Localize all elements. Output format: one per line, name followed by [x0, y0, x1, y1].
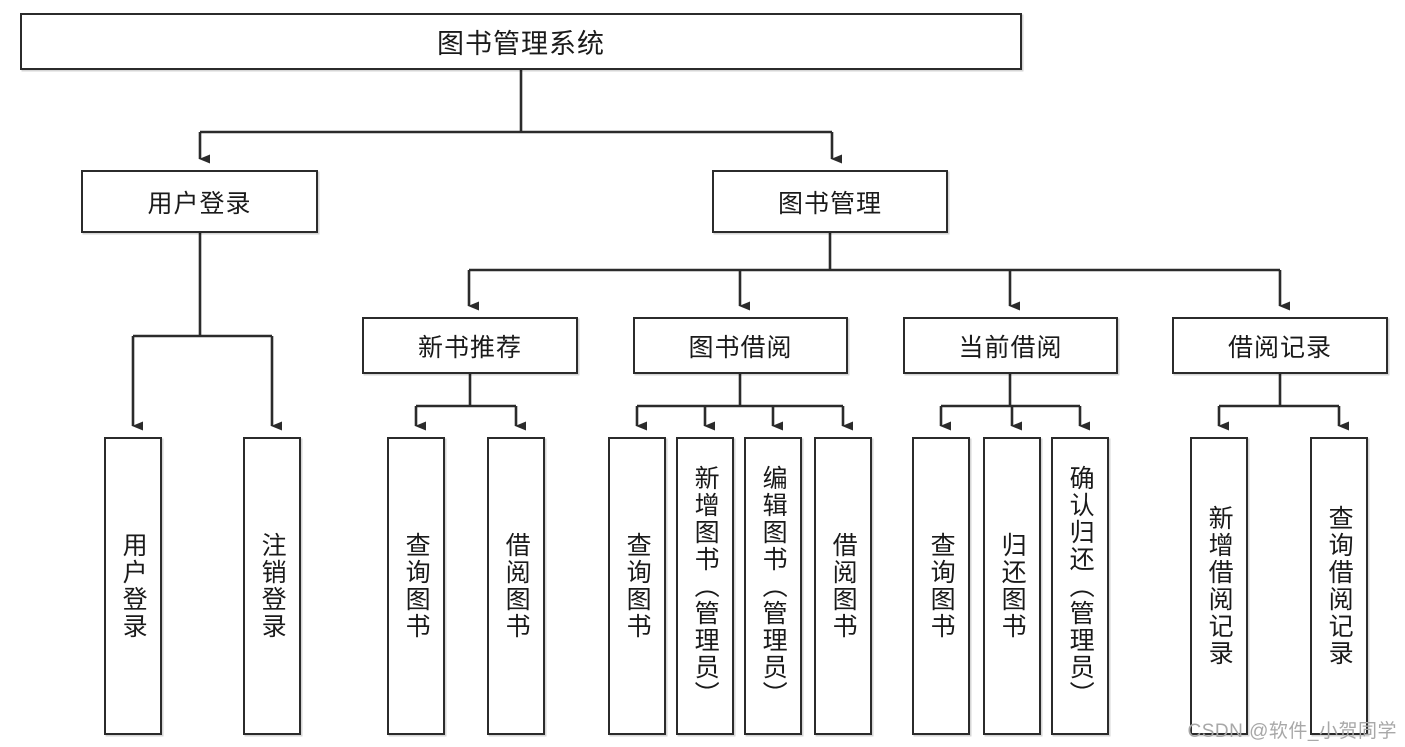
node-label: 新书推荐	[417, 333, 522, 362]
node-leaf-add-borrow-record[interactable]: 新增借阅记录	[1190, 437, 1248, 735]
node-leaf-confirm-return[interactable]: 确认归还（管理员）	[1051, 437, 1109, 735]
node-leaf-query-book-3[interactable]: 查询图书	[912, 437, 970, 735]
node-leaf-user-login[interactable]: 用户登录	[104, 437, 162, 735]
node-label: 编辑图书（管理员）	[759, 464, 788, 708]
node-leaf-add-book[interactable]: 新增图书（管理员）	[676, 437, 734, 735]
node-label: 当前借阅	[958, 333, 1063, 362]
node-label: 查询图书	[623, 532, 652, 640]
node-label: 查询图书	[927, 532, 956, 640]
node-label: 用户登录	[119, 532, 148, 640]
node-leaf-borrow-book-2[interactable]: 借阅图书	[814, 437, 872, 735]
node-label: 新增图书（管理员）	[691, 464, 720, 708]
node-book-manage[interactable]: 图书管理	[712, 170, 948, 233]
node-leaf-borrow-book-1[interactable]: 借阅图书	[487, 437, 545, 735]
node-root-book-management-system[interactable]: 图书管理系统	[20, 13, 1022, 70]
node-borrow-record[interactable]: 借阅记录	[1172, 317, 1388, 374]
node-label: 归还图书	[998, 532, 1027, 640]
node-label: 图书借阅	[688, 333, 793, 362]
node-label: 用户登录	[147, 189, 252, 218]
watermark: CSDN @软件_小贺同学	[1187, 721, 1397, 742]
node-user-login[interactable]: 用户登录	[81, 170, 318, 233]
node-new-book-recommend[interactable]: 新书推荐	[362, 317, 578, 374]
node-label: 查询借阅记录	[1325, 505, 1354, 667]
node-label: 查询图书	[402, 532, 431, 640]
node-label: 借阅图书	[829, 532, 858, 640]
node-leaf-query-borrow-record[interactable]: 查询借阅记录	[1310, 437, 1368, 735]
node-label: 图书管理	[777, 189, 882, 218]
node-leaf-query-book-2[interactable]: 查询图书	[608, 437, 666, 735]
node-label: 图书管理系统	[437, 29, 605, 59]
node-leaf-return-book[interactable]: 归还图书	[983, 437, 1041, 735]
node-book-borrow[interactable]: 图书借阅	[633, 317, 848, 374]
node-label: 注销登录	[258, 532, 287, 640]
node-leaf-user-logout[interactable]: 注销登录	[243, 437, 301, 735]
node-label: 确认归还（管理员）	[1066, 464, 1095, 708]
node-label: 借阅图书	[502, 532, 531, 640]
node-leaf-query-book-1[interactable]: 查询图书	[387, 437, 445, 735]
node-current-borrow[interactable]: 当前借阅	[903, 317, 1118, 374]
node-label: 借阅记录	[1227, 333, 1332, 362]
node-label: 新增借阅记录	[1205, 505, 1234, 667]
node-leaf-edit-book[interactable]: 编辑图书（管理员）	[744, 437, 802, 735]
